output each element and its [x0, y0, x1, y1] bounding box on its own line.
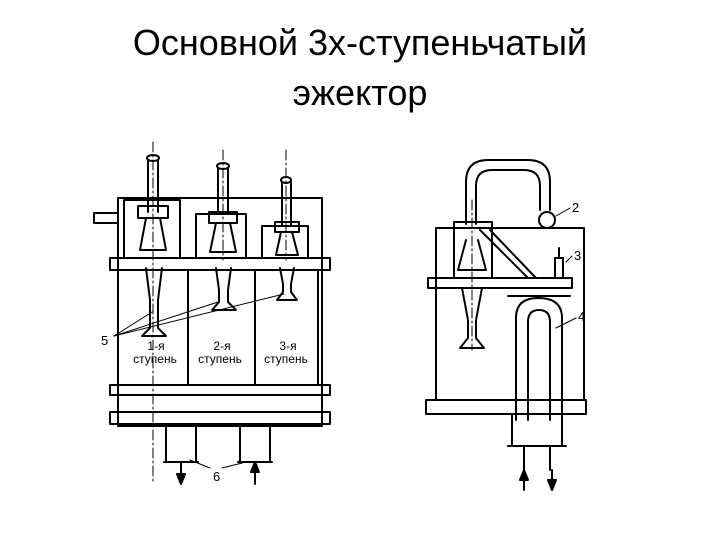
arrow-down-icon — [176, 473, 186, 485]
label-6: 6 — [213, 469, 220, 484]
drain-pipe-1 — [165, 423, 197, 463]
label-5: 5 — [101, 333, 108, 348]
stage-1-num: 1-я — [147, 339, 164, 353]
side-arrow-down-icon — [547, 479, 557, 491]
side-arrow-up-icon — [519, 469, 529, 481]
upper-flange — [109, 257, 331, 271]
drain-pipe-2 — [239, 423, 271, 463]
u-tube — [515, 297, 563, 421]
stage-2-num: 2-я — [213, 339, 230, 353]
arrow-up-icon — [250, 461, 260, 473]
stage-1-word: ступень — [133, 352, 177, 366]
slide-title: Основной 3х-ступеньчатый эжектор — [0, 18, 720, 118]
side-upper-flange — [427, 277, 573, 289]
label-2: 2 — [572, 200, 579, 215]
stage-3-nozzle — [274, 176, 300, 301]
stage-3-num: 3-я — [279, 339, 296, 353]
steam-pipe — [465, 159, 551, 225]
label-4: 4 — [578, 309, 585, 324]
lower-flange-top — [109, 384, 331, 396]
title-line-2: эжектор — [292, 72, 428, 113]
label-3: 3 — [574, 248, 581, 263]
stage-3-word: ступень — [264, 352, 308, 366]
right-ejector-drawing: 2 3 4 — [425, 159, 587, 491]
valve-circle — [538, 211, 556, 229]
lower-flange-bottom — [109, 411, 331, 425]
left-ejector-drawing: 5 6 1-я ступень 2-я ступень 3-я ступень — [93, 141, 331, 485]
title-line-1: Основной 3х-ступеньчатый — [132, 22, 588, 63]
ejector-body — [117, 197, 323, 427]
stage-2-word: ступень — [198, 352, 242, 366]
side-lower-flange — [425, 399, 587, 415]
